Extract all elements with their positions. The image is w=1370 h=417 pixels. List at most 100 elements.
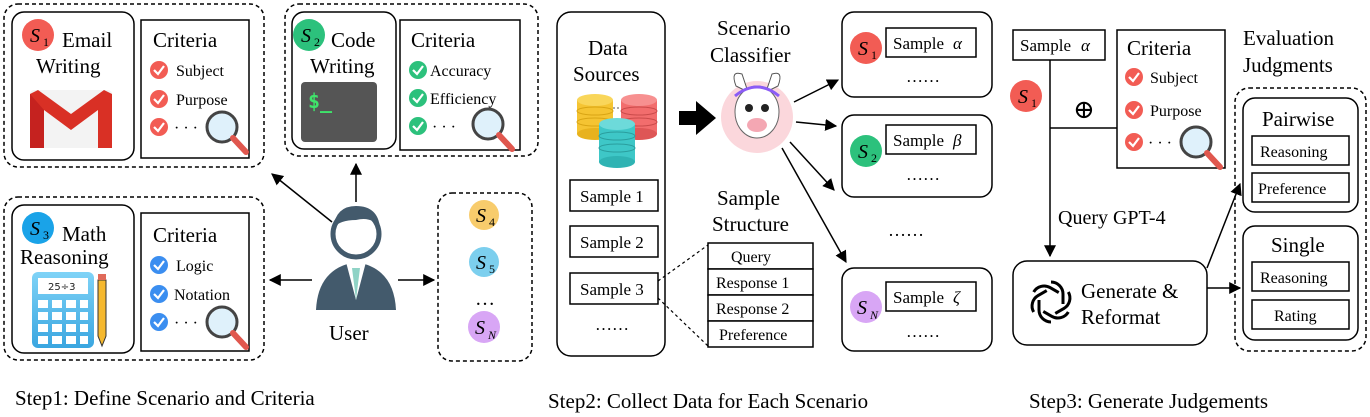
sn-badge (468, 311, 500, 343)
samples-ellipsis: …… (595, 315, 629, 334)
oplus-icon: ⊕ (1073, 95, 1095, 124)
s3-criteria-label-3: · · · (174, 315, 198, 332)
structure-field-response2: Response 2 (716, 301, 789, 318)
arrow-to-s2-output (795, 118, 838, 131)
pairwise-title: Pairwise (1262, 107, 1334, 131)
sample-2-box (569, 225, 659, 258)
s4-badge-letter: S (476, 205, 486, 227)
magnifier-icon (1179, 125, 1223, 170)
user-label: User (329, 321, 369, 345)
s3-criteria-label-1: Logic (176, 258, 213, 275)
output-2-greek: β (952, 131, 962, 150)
query-gpt4-label: Query GPT-4 (1058, 207, 1166, 229)
gmail-icon (30, 90, 112, 148)
structure-line2: Structure (712, 212, 789, 236)
arrow-user-to-s1 (271, 173, 333, 223)
arrow-to-pairwise (1206, 182, 1242, 269)
s2-title-line1: Code (331, 28, 375, 52)
sample-2-label: Sample 2 (580, 233, 644, 252)
s4-badge (469, 200, 499, 230)
s5-badge-sub: 5 (489, 262, 495, 276)
s2-criteria-label-3: · · · (432, 119, 456, 136)
s1-criteria-item-2: Purpose (150, 90, 228, 109)
output-n-badge (850, 291, 882, 323)
s4-badge-sub: 4 (489, 215, 495, 229)
s3-criteria-item-2: Notation (150, 285, 230, 304)
step3-badge-sub: 1 (1031, 96, 1037, 110)
check-icon (150, 313, 168, 331)
step3-criteria-item-2: Purpose (1125, 101, 1202, 120)
structure-field-preference: Preference (719, 327, 787, 344)
output-2-badge (850, 135, 882, 167)
eval-line1: Evaluation (1243, 26, 1334, 50)
step3-sample-greek: α (1081, 36, 1091, 55)
check-icon (409, 61, 427, 79)
output-1-badge-letter: S (858, 38, 868, 60)
magnifier-icon (471, 107, 515, 152)
classifier-line2: Classifier (710, 43, 790, 67)
output-1-sample-label: Sample (893, 34, 944, 53)
output-n-badge-letter: S (857, 297, 867, 319)
s5-badge-letter: S (476, 252, 486, 274)
data-sources-line2: Sources (573, 62, 640, 86)
output-n-sample-box (885, 281, 977, 312)
outputs-middle-ellipsis: …… (888, 220, 924, 240)
step3-sample-label: Sample (1020, 36, 1071, 55)
pairwise-reasoning-box (1251, 135, 1350, 166)
check-icon (409, 117, 427, 135)
s1-criteria-title: Criteria (153, 28, 218, 52)
step1-panel: S 1 Email Writing Criteria Subject Purpo… (3, 3, 539, 410)
s2-badge-letter: S (301, 25, 311, 47)
check-icon (150, 256, 168, 274)
check-icon (1125, 133, 1143, 151)
s2-dashed-group (284, 3, 539, 157)
evaluation-dashed-group (1234, 87, 1367, 352)
check-icon (150, 118, 168, 136)
structure-field-response1: Response 1 (716, 275, 789, 292)
pairwise-preference-box (1251, 172, 1350, 203)
s2-criteria-title: Criteria (411, 28, 476, 52)
structure-field-query: Query (731, 249, 771, 266)
step3-sample-box (1012, 29, 1106, 61)
step3-panel: Sample α S 1 Criteria Subject Purpose · … (1010, 26, 1367, 413)
step3-criteria-label-2: Purpose (1150, 103, 1202, 120)
output-1-badge-sub: 1 (871, 48, 877, 62)
arrow-to-s1-output (793, 79, 840, 103)
sn-badge-letter: S (475, 317, 485, 339)
s1-criteria-label-3: · · · (174, 120, 198, 137)
s3-criteria-item-1: Logic (150, 256, 213, 275)
sample-3-box (569, 272, 659, 305)
step3-caption: Step3: Generate Judgements (1029, 389, 1268, 413)
output-n-greek: ζ (953, 288, 961, 307)
s1-criteria-label-2: Purpose (176, 92, 228, 109)
openai-logo-icon (1030, 280, 1072, 324)
structure-line1: Sample (717, 186, 780, 210)
big-arrow (679, 101, 716, 135)
single-title: Single (1271, 233, 1325, 257)
step3-criteria-item-1: Subject (1125, 68, 1199, 87)
s3-title-line1: Math (62, 222, 107, 246)
s3-title-line2: Reasoning (20, 245, 109, 269)
check-icon (409, 89, 427, 107)
output-n-sample-label: Sample (893, 288, 944, 307)
s2-criteria-item-2: Efficiency (409, 89, 496, 108)
s1-criteria-item-1: Subject (150, 61, 225, 80)
s2-title-line2: Writing (310, 54, 375, 78)
s2-criteria-item-1: Accuracy (409, 61, 491, 80)
output-2-badge-letter: S (858, 141, 868, 163)
output-n-ellipsis: …… (906, 322, 940, 341)
terminal-icon: $_ (301, 82, 377, 142)
s1-title-line2: Writing (36, 54, 101, 78)
step3-criteria-label-3: · · · (1148, 135, 1172, 152)
s1-badge-sub: 1 (43, 35, 49, 49)
structure-connector-top (657, 244, 709, 282)
s3-badge-sub: 3 (43, 228, 49, 242)
s2-criteria-label-2: Efficiency (430, 91, 496, 108)
generate-line2: Reformat (1081, 305, 1160, 329)
s1-badge (22, 19, 54, 51)
s1-criteria-label-1: Subject (176, 63, 225, 80)
step3-criteria-item-3: · · · (1125, 133, 1172, 152)
eval-line2: Judgments (1243, 53, 1333, 77)
output-2-sample-label: Sample (893, 131, 944, 150)
single-rating-label: Rating (1274, 308, 1317, 325)
